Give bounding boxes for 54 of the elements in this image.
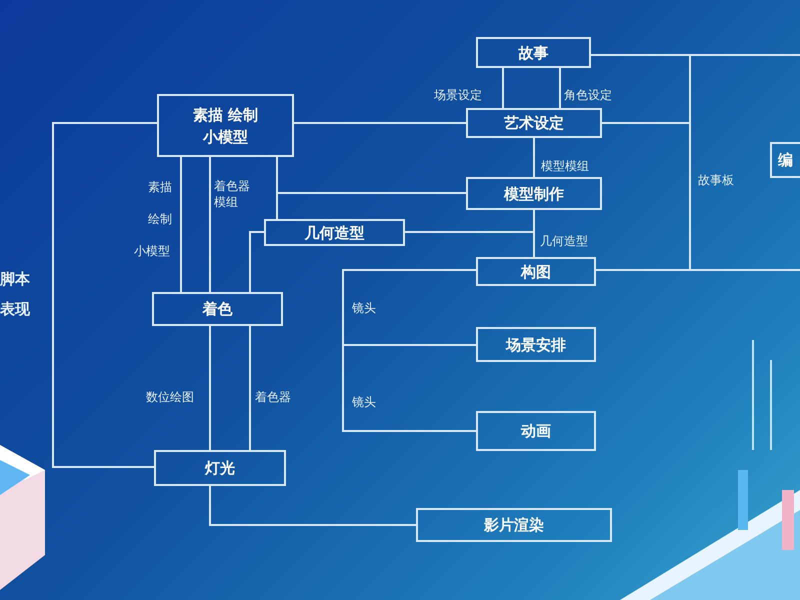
edge-label: 镜头 xyxy=(352,394,377,410)
edge-label: 故事板 xyxy=(698,172,735,188)
connector-line xyxy=(209,326,211,450)
box-label: 艺术设定 xyxy=(504,113,564,134)
edge-label: 着色器 xyxy=(255,389,292,405)
box-label: 灯光 xyxy=(205,458,235,479)
process-box xyxy=(157,94,294,157)
edge-label: 角色设定 xyxy=(564,87,613,103)
connector-line xyxy=(209,157,211,292)
edge-label: 镜头 xyxy=(352,300,377,316)
box-label: 几何造型 xyxy=(304,222,364,244)
text-label: 绘制 xyxy=(148,211,172,228)
connector-line xyxy=(533,138,535,177)
box-label: 场景安排 xyxy=(506,334,566,356)
text-label: 小模型 xyxy=(134,243,170,260)
text-label: 表现 xyxy=(0,300,30,318)
edge-label: 模型模组 xyxy=(541,158,590,174)
edge-label: 几何造型 xyxy=(540,233,589,249)
box-label: 模型制作 xyxy=(504,184,564,204)
connector-line xyxy=(249,231,264,292)
edge-label: 数位绘图 xyxy=(146,389,195,405)
connector-line xyxy=(52,122,157,468)
connector-line xyxy=(405,231,535,257)
connector-line xyxy=(180,157,182,292)
connector-line xyxy=(559,68,561,108)
connector-line xyxy=(209,486,416,526)
box-label: 影片渲染 xyxy=(484,515,544,536)
box-label: 故事 xyxy=(518,42,548,64)
process-box xyxy=(770,142,800,178)
box-label: 构图 xyxy=(521,262,551,282)
box-label: 动画 xyxy=(521,421,551,442)
process-box xyxy=(152,292,283,326)
process-box xyxy=(476,37,591,68)
connector-line xyxy=(294,122,466,124)
text-label: 素描 xyxy=(148,179,172,196)
connector-line xyxy=(342,269,476,432)
process-box xyxy=(466,108,602,138)
box-label: 编 xyxy=(778,150,793,171)
connector-line xyxy=(591,54,800,56)
connector-line xyxy=(596,269,800,271)
process-box xyxy=(154,450,286,486)
text-label: 脚本 xyxy=(0,270,30,288)
process-box xyxy=(476,411,596,451)
box-label: 素描 绘制小模型 xyxy=(192,104,260,148)
connector-line xyxy=(249,326,251,450)
edge-label: 着色器模组 xyxy=(214,178,251,210)
process-box xyxy=(476,257,596,286)
process-box xyxy=(476,327,596,362)
edge-label: 场景设定 xyxy=(434,87,483,103)
process-box xyxy=(466,177,602,210)
connector-line xyxy=(502,68,504,108)
process-box xyxy=(416,508,612,542)
box-label: 着色 xyxy=(202,299,232,320)
process-box xyxy=(264,219,405,246)
